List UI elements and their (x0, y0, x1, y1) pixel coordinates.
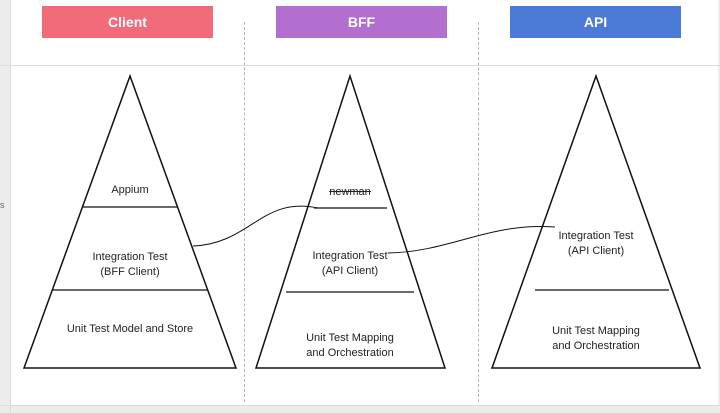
api-layer-unit-text: Unit Test Mapping and Orchestration (552, 325, 640, 352)
client-layer-integration-text: Integration Test (BFF Client) (92, 251, 168, 278)
bff-layer-newman-text: newman (329, 186, 371, 198)
header-api-label: API (583, 14, 608, 30)
grid-line (10, 0, 11, 413)
client-pyramid[interactable] (22, 73, 238, 369)
client-layer-appium-text: Appium (111, 184, 149, 196)
header-bff[interactable]: BFF (276, 6, 447, 38)
header-client-label: Client (108, 14, 147, 30)
client-layer-integration[interactable]: Integration Test (BFF Client) (45, 235, 215, 280)
bff-layer-unit[interactable]: Unit Test Mapping and Orchestration (265, 316, 435, 361)
column-divider (244, 22, 245, 402)
client-layer-unit[interactable]: Unit Test Model and Store (45, 322, 215, 337)
bff-layer-integration-text: Integration Test (API Client) (312, 250, 388, 277)
header-api[interactable]: API (510, 6, 681, 38)
bff-layer-integration[interactable]: Integration Test (API Client) (265, 234, 435, 279)
connector-bff-to-api[interactable] (387, 225, 556, 254)
api-layer-unit[interactable]: Unit Test Mapping and Orchestration (511, 309, 681, 354)
client-layer-appium[interactable]: Appium (45, 183, 215, 198)
header-client[interactable]: Client (42, 6, 213, 38)
grid-line (0, 405, 720, 406)
column-divider (478, 22, 479, 402)
connector-client-to-bff[interactable] (192, 205, 319, 247)
header-bff-label: BFF (347, 14, 376, 30)
bff-layer-newman[interactable]: newman (265, 185, 435, 200)
api-pyramid[interactable] (490, 73, 702, 369)
edge-mark: s (0, 200, 5, 210)
client-layer-unit-text: Unit Test Model and Store (66, 323, 194, 335)
api-layer-integration-text: Integration Test (API Client) (558, 230, 634, 257)
bff-pyramid[interactable] (254, 73, 447, 369)
grid-line (0, 65, 720, 66)
api-layer-integration[interactable]: Integration Test (API Client) (511, 214, 681, 259)
bff-layer-unit-text: Unit Test Mapping and Orchestration (306, 332, 394, 359)
